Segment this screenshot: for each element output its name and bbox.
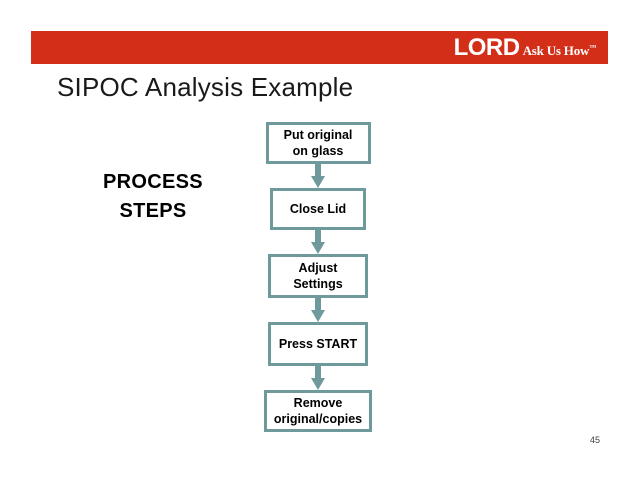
flow-step-box: Put original on glass	[265, 122, 371, 164]
arrow-head	[311, 176, 325, 188]
slide-number: 45	[589, 435, 600, 445]
flow-step-box: Remove original/copies	[264, 390, 372, 432]
arrow-shaft	[315, 164, 321, 177]
process-flow-diagram: Put original on glass Close Lid Adjust S…	[232, 122, 404, 432]
logo-tagline-label: Ask Us How	[522, 42, 590, 58]
arrow-shaft	[315, 366, 321, 379]
arrow-shaft	[315, 298, 321, 311]
arrow-head	[311, 378, 325, 390]
process-steps-label: PROCESS STEPS	[78, 168, 228, 226]
flow-step-box: Adjust Settings	[268, 254, 368, 298]
logo-tagline-text: Ask Us How™	[522, 42, 597, 58]
flow-arrow-down-icon	[311, 298, 325, 322]
arrow-head	[311, 242, 325, 254]
flow-step-box: Close Lid	[270, 188, 366, 230]
arrow-head	[311, 310, 325, 322]
flow-arrow-down-icon	[311, 164, 325, 188]
flow-arrow-down-icon	[311, 230, 325, 254]
page-title: SIPOC Analysis Example	[57, 72, 354, 102]
lord-logo: LORD Ask Us How™	[453, 33, 597, 61]
flow-arrow-down-icon	[311, 366, 325, 390]
arrow-shaft	[315, 230, 321, 243]
flow-step-box: Press START	[268, 322, 368, 366]
logo-brand-text: LORD	[453, 33, 521, 61]
process-steps-label-line2: STEPS	[119, 200, 187, 222]
process-steps-label-line1: PROCESS	[103, 171, 203, 193]
header-band: LORD Ask Us How™	[31, 31, 608, 64]
trademark-icon: ™	[589, 43, 596, 52]
